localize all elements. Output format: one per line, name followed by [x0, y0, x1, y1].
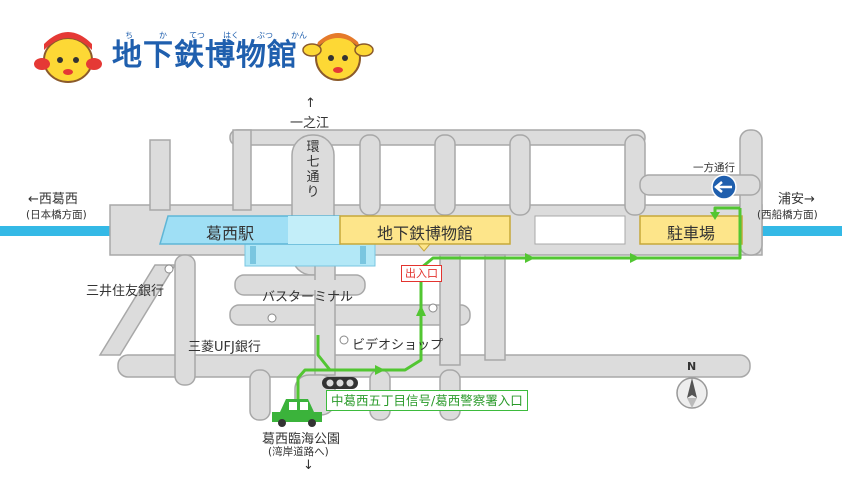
ruby-5: ぶつ	[257, 31, 273, 40]
river-right	[748, 226, 842, 236]
north-arrow: ↑	[305, 96, 316, 111]
south-direction-label: 葛西臨海公園	[262, 432, 341, 447]
signal-label: 中葛西五丁目信号/葛西警察署入口	[326, 390, 528, 411]
east-direction-label: 浦安→	[778, 192, 815, 207]
exit-label: 出入口	[401, 265, 442, 282]
title-block: ち か てつ はく ぶつ かん 地下鉄博物館	[112, 30, 316, 71]
car-icon	[272, 399, 322, 427]
video-shop-label: ビデオショップ	[352, 338, 444, 353]
ruby-3: てつ	[189, 31, 205, 40]
north-road-label: 一之江	[290, 116, 330, 131]
ruby-1: ち	[125, 31, 133, 40]
ring-road-label: 環七通り	[306, 140, 320, 200]
building-blocks	[255, 215, 626, 290]
page-title: 地下鉄博物館	[112, 38, 298, 73]
ruby-4: はく	[223, 31, 239, 40]
compass-icon	[676, 377, 708, 409]
ruby-2: か	[159, 31, 167, 40]
bus-terminal-label: バスターミナル	[262, 290, 354, 305]
one-way-label: 一方通行	[693, 162, 735, 174]
traffic-signal-icon	[322, 377, 358, 389]
west-sub-label: (日本橋方面)	[26, 209, 87, 221]
mascot-left-icon	[34, 32, 102, 83]
entrance-marker	[416, 243, 432, 252]
mitsui-bank-label: 三井住友銀行	[86, 284, 165, 299]
road-markers	[164, 264, 438, 345]
river-left	[0, 226, 112, 236]
mascot-right-icon	[302, 33, 374, 81]
station-label[interactable]: 葛西駅	[205, 224, 254, 243]
south-sub-label: (湾岸道路へ)	[268, 446, 329, 458]
road-network	[98, 129, 763, 421]
mufg-bank-label: 三菱UFJ銀行	[188, 340, 261, 355]
route-arrows	[375, 212, 720, 375]
museum-label[interactable]: 地下鉄博物館	[376, 224, 473, 243]
compass-label: N	[687, 360, 697, 373]
parking-label[interactable]: 駐車場	[666, 224, 715, 243]
station-building	[159, 215, 376, 267]
title-ruby: ち か てつ はく ぶつ かん	[112, 30, 316, 41]
west-direction-label: ←西葛西	[28, 192, 78, 207]
ruby-6: かん	[291, 31, 307, 40]
east-sub-label: (西船橋方面)	[757, 209, 818, 221]
south-arrow: ↓	[303, 458, 314, 473]
one-way-sign-icon	[711, 174, 737, 200]
parking-box[interactable]	[639, 215, 743, 245]
